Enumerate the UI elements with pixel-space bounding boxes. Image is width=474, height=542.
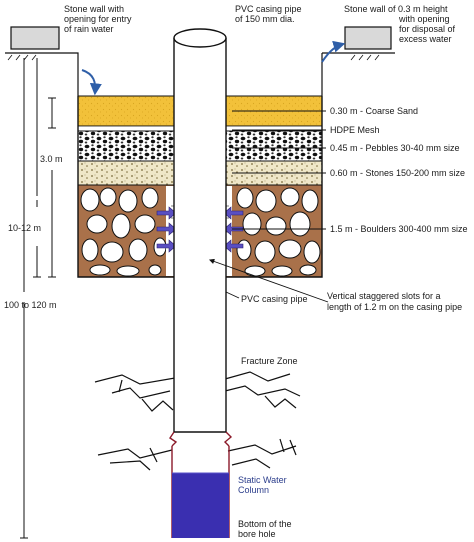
rain-entry-arrow bbox=[81, 69, 102, 96]
label-stone-wall-left-2: opening for entry bbox=[64, 14, 132, 24]
label-stone-wall-right-4: excess water bbox=[399, 34, 452, 44]
boulder-shapes bbox=[80, 187, 321, 277]
slot-arrow-left-2 bbox=[156, 222, 177, 236]
slot-arrow-right-3 bbox=[223, 239, 244, 253]
ground-surface bbox=[5, 52, 395, 96]
label-stone-wall-left-3: of rain water bbox=[64, 24, 114, 34]
slot-arrow-left-1 bbox=[156, 206, 177, 220]
dim-3m-bottom bbox=[48, 170, 56, 278]
label-pebbles: 0.45 m - Pebbles 30-40 mm size bbox=[330, 143, 460, 153]
label-stone-wall-right-2: with opening bbox=[398, 14, 450, 24]
dim-10-12m bbox=[33, 246, 41, 278]
static-water-column bbox=[172, 473, 229, 538]
stone-wall-right bbox=[344, 26, 392, 50]
dim-3m-top bbox=[48, 97, 56, 129]
leader-slots bbox=[208, 258, 329, 303]
label-slots-2: length of 1.2 m on the casing pipe bbox=[327, 302, 462, 312]
pipe-joint-left bbox=[169, 431, 178, 447]
fracture-cracks bbox=[94, 371, 301, 471]
pipe-joint-right bbox=[223, 431, 233, 447]
pipe-top-opening bbox=[173, 28, 227, 48]
label-slots-1: Vertical staggered slots for a bbox=[327, 291, 441, 301]
label-fracture-zone: Fracture Zone bbox=[241, 356, 298, 366]
pipe-body bbox=[173, 38, 227, 433]
label-depth-10-12m: 10-12 m bbox=[8, 223, 41, 233]
label-pvc-top-1: PVC casing pipe bbox=[235, 4, 302, 14]
label-static-water-1: Static Water bbox=[238, 475, 287, 485]
label-bottom-2: bore hole bbox=[238, 529, 276, 539]
label-depth-100-120m: 100 to 120 m bbox=[4, 300, 57, 310]
stone-wall-left bbox=[10, 26, 60, 50]
slot-arrow-right-1 bbox=[223, 206, 244, 220]
excess-disposal-arrow bbox=[321, 40, 346, 63]
slot-flow-arrows bbox=[156, 206, 244, 253]
label-depth-3m: 3.0 m bbox=[40, 154, 63, 164]
dimension-lines bbox=[20, 58, 56, 539]
label-pvc-top-2: of 150 mm dia. bbox=[235, 14, 295, 24]
label-stone-wall-right-3: for disposal of bbox=[399, 24, 456, 34]
label-stone-wall-left-1: Stone wall with bbox=[64, 4, 124, 14]
leader-lines bbox=[208, 110, 329, 303]
label-static-water-2: Column bbox=[238, 485, 269, 495]
label-hdpe-mesh: HDPE Mesh bbox=[330, 125, 380, 135]
label-pvc-casing: PVC casing pipe bbox=[241, 294, 308, 304]
label-coarse-sand: 0.30 m - Coarse Sand bbox=[330, 106, 418, 116]
leader-pvc-casing bbox=[225, 291, 240, 299]
label-boulders: 1.5 m - Boulders 300-400 mm size bbox=[330, 224, 468, 234]
label-bottom-1: Bottom of the bbox=[238, 519, 292, 529]
labels: Stone wall with opening for entry of rai… bbox=[4, 4, 468, 539]
label-stones: 0.60 m - Stones 150-200 mm size bbox=[330, 168, 465, 178]
casing-pipe bbox=[169, 28, 233, 538]
slot-arrow-left-3 bbox=[156, 239, 177, 253]
label-stone-wall-right-1: Stone wall of 0.3 m height bbox=[344, 4, 448, 14]
dim-100-120m bbox=[20, 302, 28, 539]
